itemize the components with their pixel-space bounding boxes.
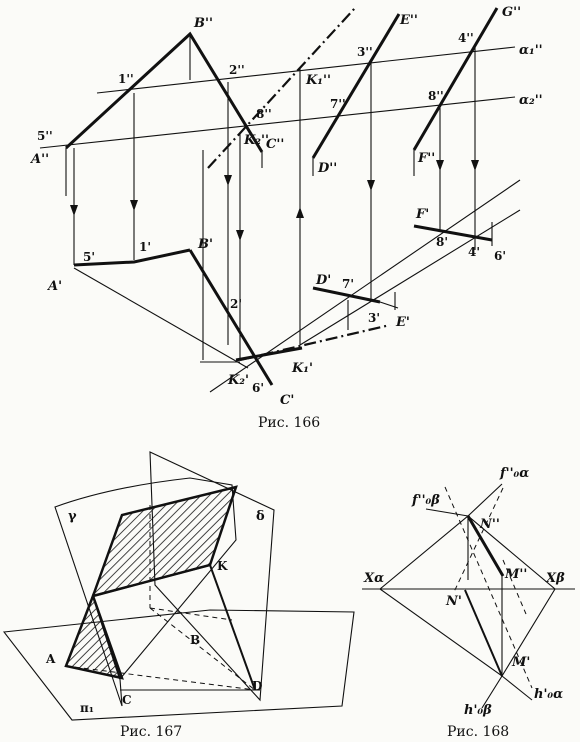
label-c-horizontal: C': [280, 393, 294, 408]
segment-n1-m1: [464, 589, 503, 677]
label-3-frontal: 3'': [357, 45, 373, 59]
label-5-frontal: 5'': [37, 129, 53, 143]
label-8-frontal: 8'': [428, 89, 444, 103]
segment-5-1-b-horizontal: [73, 248, 191, 267]
plane-gamma: [54, 477, 237, 707]
dashed-diagonal-1: [444, 486, 533, 689]
hidden-line-2: [149, 607, 256, 691]
label-2-horizontal: 2': [230, 297, 242, 311]
hidden-line-3: [65, 665, 256, 691]
trace-f0b-extension: [425, 508, 469, 517]
label-c-167: C: [122, 693, 132, 707]
hatched-region-lower: [64, 592, 124, 680]
figure-166: B'' 1'' 2'' K₁'' 3'' E'' 4'' G'' α₁'' α₂…: [29, 5, 543, 431]
label-f0a: f''₀α: [499, 466, 529, 481]
edge-gamma-c: [92, 595, 121, 680]
caption-fig-167: Рис. 167: [120, 724, 182, 740]
label-6-horizontal: 6': [252, 381, 264, 395]
label-f-horizontal: F': [415, 207, 429, 222]
hidden-line-4: [149, 607, 233, 621]
label-xa: Xα: [363, 571, 384, 586]
intersection-line-horizontal: [239, 323, 391, 362]
label-2-frontal: 2'': [229, 63, 245, 77]
label-m1: M': [511, 655, 530, 670]
line-intersection-k: [92, 564, 211, 597]
line-fg-frontal: [412, 7, 499, 151]
label-a-horizontal: A': [46, 279, 62, 294]
trace-f0a-extension: [467, 483, 503, 517]
label-gamma: γ: [68, 509, 77, 524]
label-h0a: h'₀α: [534, 687, 563, 702]
traces-rhombus: [379, 515, 556, 677]
label-n1: N': [445, 594, 462, 609]
label-4-frontal: 4'': [458, 31, 474, 45]
label-7-frontal: 7'': [330, 97, 346, 111]
label-b-frontal: B'': [193, 16, 213, 31]
label-h0b: h'₀β: [464, 703, 492, 718]
label-3-horizontal: 3': [368, 311, 380, 325]
label-d-167: D: [252, 679, 262, 693]
label-n2: N'': [479, 517, 500, 532]
plane-alpha2-trace: [39, 96, 516, 149]
label-a-frontal: A'': [29, 152, 49, 167]
label-k2-frontal: K₂'': [243, 133, 269, 148]
plane-trace-horizontal-1: [209, 179, 521, 393]
intersection-line-frontal: [207, 7, 356, 169]
label-b-167: B: [190, 633, 200, 647]
dashed-diagonal-2: [453, 487, 504, 593]
plane-pi1: [2, 609, 355, 721]
segment-n2-m2: [466, 515, 505, 577]
trace-h0a-extension: [501, 675, 533, 701]
plane-trace-horizontal-2: [299, 209, 521, 346]
label-8-horizontal: 8': [436, 235, 448, 249]
label-k1-horizontal: K₁': [291, 361, 313, 376]
label-1-horizontal: 1': [139, 240, 151, 254]
label-c-frontal: C'': [266, 137, 284, 152]
label-xb: Xβ: [545, 571, 565, 586]
line-de-frontal: [311, 13, 401, 159]
plane-alpha1-trace: [96, 46, 516, 94]
caption-fig-168: Рис. 168: [447, 724, 509, 740]
caption-fig-166: Рис. 166: [258, 415, 320, 431]
trace-h0b-extension: [481, 675, 503, 709]
figure-167: γ δ A B C D K π₁ Рис. 167: [2, 451, 355, 740]
label-6-horizontal-right: 6': [494, 249, 506, 263]
label-alpha2: α₂'': [519, 93, 543, 108]
label-e-frontal: E'': [399, 13, 418, 28]
label-pi1-167: π₁: [80, 701, 94, 715]
label-5-horizontal: 5': [83, 250, 95, 264]
label-b-horizontal: B': [197, 237, 213, 252]
label-m2: M'': [504, 567, 527, 582]
label-a-167: A: [45, 652, 56, 666]
label-f-frontal: F'': [417, 151, 435, 166]
label-g-frontal: G'': [502, 5, 521, 20]
figure-168: f''₀β f''₀α N'' Xα Xβ M'' N' M' h'₀β h'₀…: [362, 466, 575, 740]
label-f0b: f''₀β: [411, 493, 440, 508]
label-8-frontal-mid: 8'': [256, 107, 272, 121]
label-4-horizontal: 4': [468, 245, 480, 259]
label-delta: δ: [256, 509, 265, 524]
label-e-horizontal: E': [395, 315, 410, 330]
label-7-horizontal: 7': [342, 277, 354, 291]
label-k2-horizontal: K₂': [227, 373, 249, 388]
line-de-horizontal: [312, 286, 381, 304]
dashed-diagonal-3: [502, 559, 527, 615]
label-k-167: K: [217, 559, 228, 573]
label-1-frontal: 1'': [118, 72, 134, 86]
line-fg-horizontal: [413, 224, 493, 242]
label-k1-frontal: K₁'': [305, 73, 331, 88]
segment-b-c-horizontal: [188, 249, 274, 386]
edge-k-d: [209, 564, 256, 691]
label-alpha1: α₁'': [519, 43, 543, 58]
label-d-frontal: D'': [317, 161, 337, 176]
label-d-horizontal: D': [315, 273, 331, 288]
edge-a-c-horizontal: [73, 267, 249, 369]
projection-arrows: [70, 160, 479, 241]
